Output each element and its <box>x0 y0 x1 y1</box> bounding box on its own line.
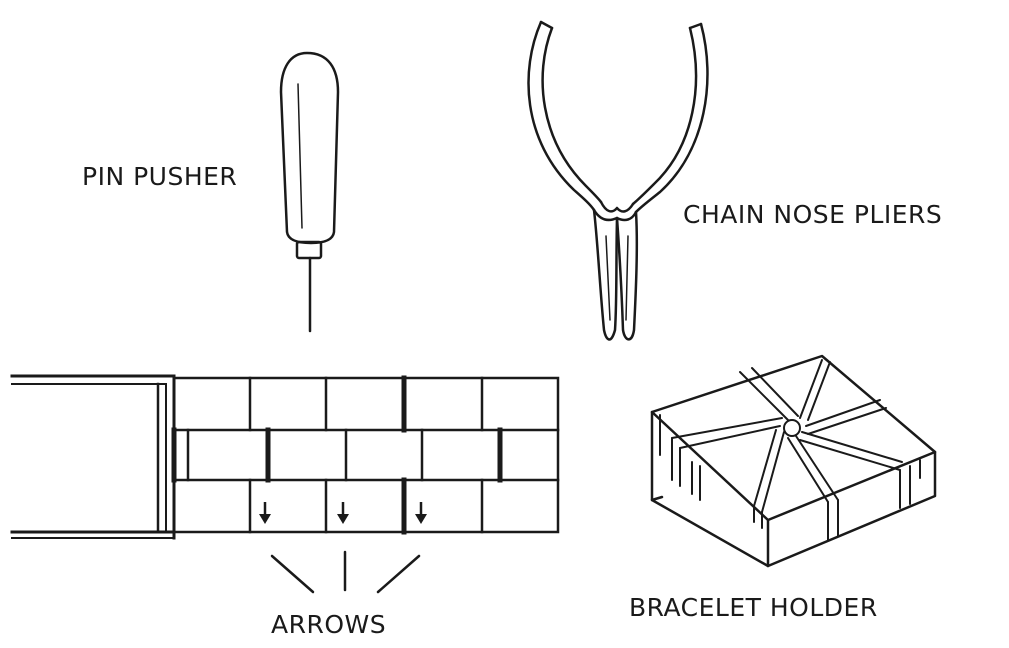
pin-pusher-ferrule <box>295 240 323 260</box>
arrows-leader-lines <box>270 550 421 594</box>
link-arrows <box>259 502 427 524</box>
chain-nose-pliers-illustration <box>527 20 709 341</box>
bracelet-holder-label: BRACELET HOLDER <box>629 593 878 622</box>
down-arrow-icon <box>415 502 427 524</box>
pin-pusher-illustration <box>279 51 340 333</box>
arrows-label: ARROWS <box>271 610 386 639</box>
pin-pusher-label: PIN PUSHER <box>82 162 237 191</box>
pin-pusher-handle-highlight <box>297 83 303 229</box>
down-arrow-icon <box>259 502 271 524</box>
down-arrow-icon <box>337 502 349 524</box>
pin-pusher-handle <box>279 51 340 245</box>
bracelet-holder-illustration <box>650 354 937 568</box>
chain-nose-pliers-label: CHAIN NOSE PLIERS <box>683 200 942 229</box>
bracelet-links-illustration <box>10 374 560 540</box>
